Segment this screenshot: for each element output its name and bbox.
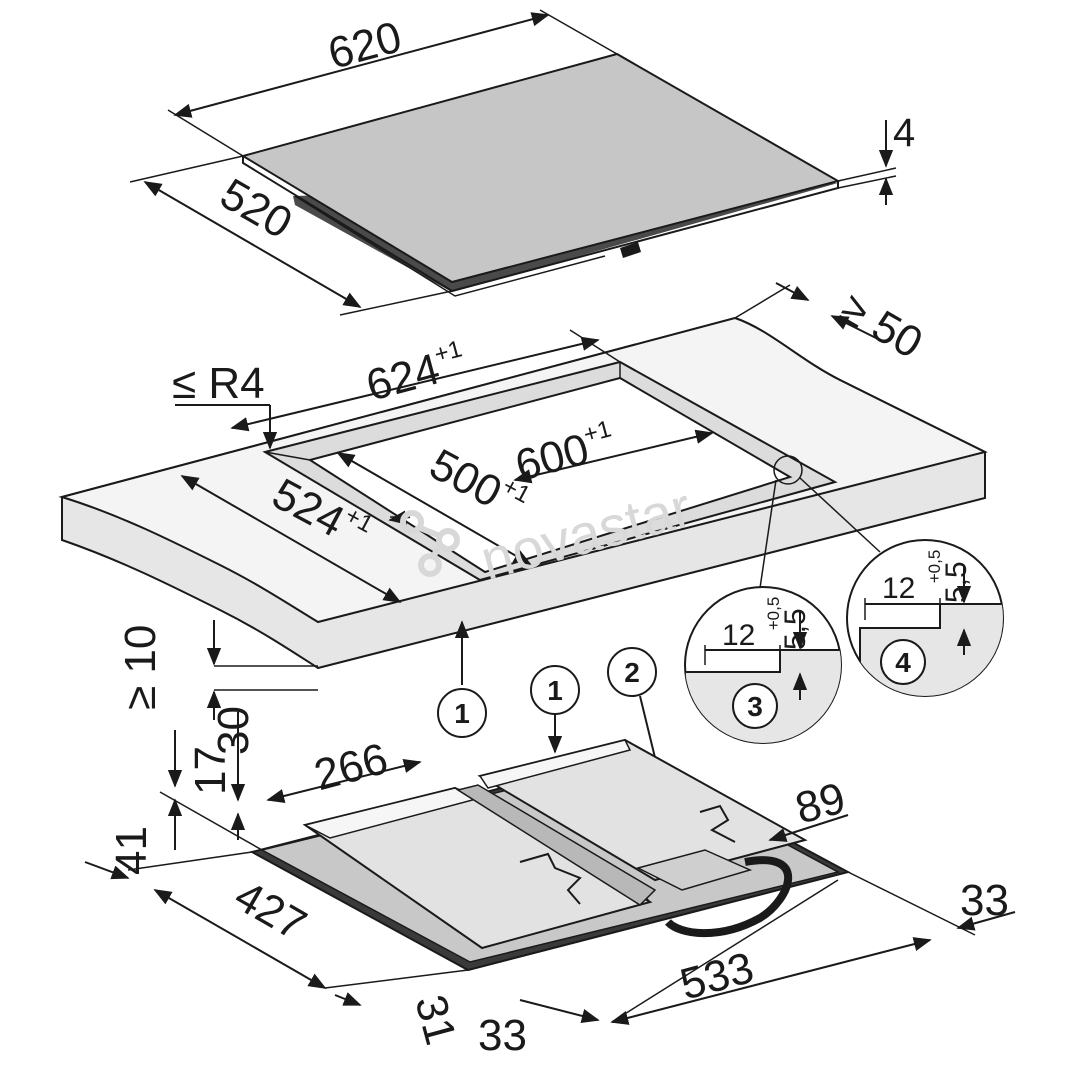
width-266-label: 266 [309, 734, 393, 800]
callout-1a: 1 [437, 688, 487, 738]
svg-text:1: 1 [454, 698, 470, 729]
detail-3-number: 3 [747, 691, 763, 722]
detail-3-width-label: 12 [722, 619, 755, 652]
depth-31-label: 31 [405, 990, 465, 1050]
callout-1b: 1 [530, 665, 580, 754]
rear-clearance-label: ≥ 50 [832, 283, 930, 368]
hob-width-label: 620 [323, 12, 407, 78]
height-17-label: 17 [186, 746, 235, 795]
callout-2: 2 [607, 647, 682, 854]
detail-3-height-label: 5,5+0,5 [764, 597, 812, 650]
height-30-label: 30 [209, 706, 258, 755]
corner-radius-label: ≤ R4 [172, 359, 265, 408]
width-89-label: 89 [790, 774, 850, 834]
detail-4: 12 5,5+0,5 4 [846, 539, 1004, 697]
detail-3: 12 5,5+0,5 3 [684, 586, 842, 744]
height-41-label: 41 [107, 826, 156, 875]
front-clearance-label: ≥ 10 [116, 625, 165, 710]
svg-text:1: 1 [547, 675, 563, 706]
width-533-label: 533 [675, 943, 759, 1009]
watermark-logo-icon [400, 510, 460, 577]
svg-text:2: 2 [624, 657, 640, 688]
detail-4-width-label: 12 [882, 572, 915, 605]
width-33-label: 33 [960, 876, 1009, 925]
detail-4-height-label: 5,5+0,5 [925, 550, 973, 603]
hob-top [240, 52, 841, 297]
depth-33-label: 33 [478, 1011, 527, 1060]
glass-thickness-label: 4 [893, 111, 915, 155]
detail-4-number: 4 [895, 647, 911, 678]
